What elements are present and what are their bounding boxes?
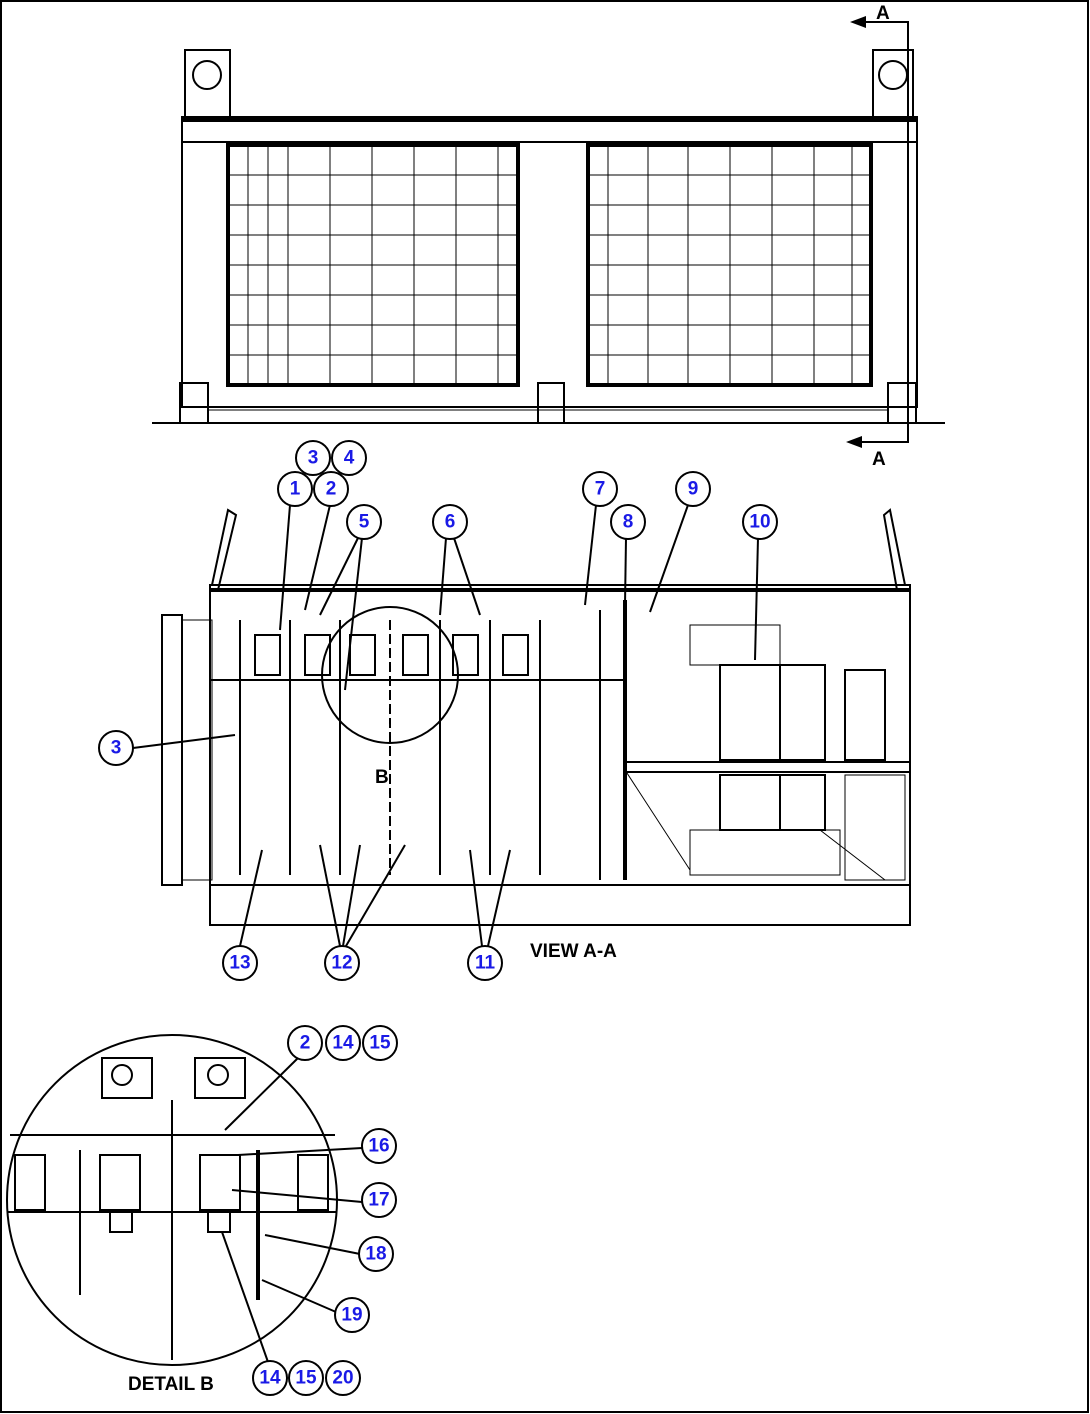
detail-callout-15b: 15 — [288, 1360, 324, 1396]
detail-title: DETAIL B — [128, 1374, 214, 1395]
detail-callout-14b: 14 — [252, 1360, 288, 1396]
svg-text:12: 12 — [331, 953, 352, 974]
callout-8: 8 — [610, 504, 646, 540]
callout-10: 10 — [742, 504, 778, 540]
callout-5: 5 — [346, 504, 382, 540]
svg-text:10: 10 — [749, 512, 770, 533]
callout-1: 1 — [277, 471, 313, 507]
svg-text:8: 8 — [623, 512, 634, 533]
svg-text:1: 1 — [290, 479, 301, 500]
svg-text:9: 9 — [688, 479, 699, 500]
detail-callout-14: 14 — [325, 1025, 361, 1061]
svg-text:11: 11 — [475, 953, 496, 974]
section-marker-top: A — [876, 3, 890, 24]
svg-text:18: 18 — [365, 1244, 386, 1265]
svg-text:17: 17 — [368, 1190, 389, 1211]
callout-4: 4 — [331, 440, 367, 476]
svg-text:15: 15 — [369, 1033, 391, 1054]
svg-text:5: 5 — [359, 512, 370, 533]
svg-text:7: 7 — [595, 479, 606, 500]
detail-b-view — [6, 1034, 338, 1366]
svg-text:6: 6 — [445, 512, 456, 533]
svg-text:13: 13 — [229, 953, 250, 974]
detail-callout-19: 19 — [334, 1297, 370, 1333]
svg-text:15: 15 — [295, 1368, 317, 1389]
section-view-a-a — [161, 508, 911, 926]
front-view — [152, 16, 945, 448]
callout-3-side: 3 — [98, 730, 134, 766]
svg-text:2: 2 — [300, 1033, 311, 1054]
svg-text:3: 3 — [111, 738, 122, 759]
svg-text:3: 3 — [308, 448, 319, 469]
callout-13: 13 — [222, 945, 258, 981]
callout-6: 6 — [432, 504, 468, 540]
detail-callout-18: 18 — [358, 1236, 394, 1272]
callout-12: 12 — [324, 945, 360, 981]
detail-marker: B — [375, 767, 389, 788]
svg-text:16: 16 — [368, 1136, 389, 1157]
svg-text:19: 19 — [341, 1305, 362, 1326]
callouts: 3 4 1 2 5 6 7 8 9 10 3 13 12 11 2 14 15 … — [98, 440, 778, 1396]
leader-lines — [132, 504, 759, 1363]
svg-text:14: 14 — [259, 1368, 281, 1389]
callout-9: 9 — [675, 471, 711, 507]
svg-text:20: 20 — [332, 1368, 353, 1389]
callout-11: 11 — [467, 945, 503, 981]
svg-text:4: 4 — [344, 448, 355, 469]
detail-callout-20: 20 — [325, 1360, 361, 1396]
callout-2: 2 — [313, 471, 349, 507]
view-title: VIEW A-A — [530, 941, 617, 962]
svg-text:14: 14 — [332, 1033, 354, 1054]
callout-3: 3 — [295, 440, 331, 476]
svg-text:2: 2 — [326, 479, 337, 500]
detail-callout-15: 15 — [362, 1025, 398, 1061]
detail-callout-17: 17 — [361, 1182, 397, 1218]
callout-7: 7 — [582, 471, 618, 507]
detail-callout-16: 16 — [361, 1128, 397, 1164]
section-marker-bottom: A — [872, 449, 886, 470]
detail-callout-2: 2 — [287, 1025, 323, 1061]
